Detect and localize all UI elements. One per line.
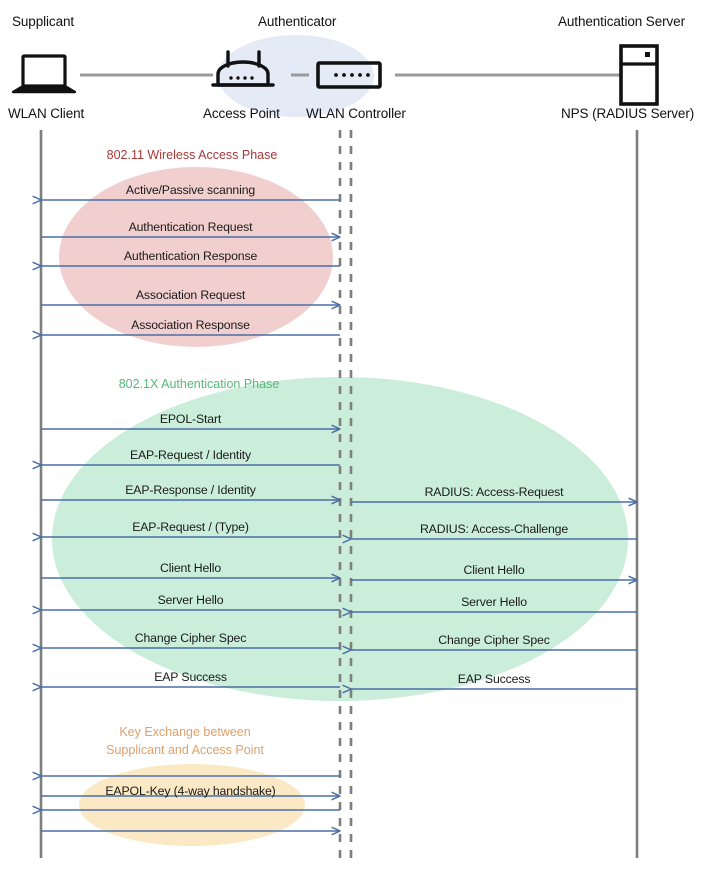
message-label: Server Hello <box>157 593 224 607</box>
message-label: Active/Passive scanning <box>125 183 256 197</box>
message-arrows <box>41 200 637 831</box>
phase-ellipse-key-exchange <box>79 764 305 846</box>
message-label: EAP Success <box>457 672 531 686</box>
message-label: EAP-Request / (Type) <box>132 520 249 534</box>
access-point-icon <box>211 50 275 87</box>
message-label: Authentication Response <box>123 249 258 263</box>
node-label-wlan-controller: WLAN Controller <box>306 106 406 121</box>
message-label: RADIUS: Access-Request <box>424 485 564 499</box>
message-label: EAP-Request / Identity <box>129 448 252 462</box>
message-label: Association Request <box>135 288 246 302</box>
message-label: Client Hello <box>463 563 525 577</box>
message-label: Association Response <box>131 318 250 332</box>
phase-title-phase-802-11: 802.11 Wireless Access Phase <box>107 148 278 162</box>
phase-ellipse-802-11 <box>59 167 333 347</box>
message-label: Client Hello <box>159 561 222 575</box>
server-icon <box>619 44 659 106</box>
node-label-wlan-client: WLAN Client <box>8 106 85 121</box>
phase-title-phase-802-1x: 802.1X Authentication Phase <box>119 377 280 391</box>
phase-ellipses <box>52 167 628 846</box>
laptop-icon <box>11 54 77 94</box>
message-label: Change Cipher Spec <box>438 633 550 647</box>
message-label: Server Hello <box>461 595 527 609</box>
node-label-access-point: Access Point <box>203 106 280 121</box>
message-label: Authentication Request <box>128 220 253 234</box>
message-label: RADIUS: Access-Challenge <box>419 522 569 536</box>
phase-title-line: Key Exchange between <box>119 725 251 739</box>
message-label: EAPOL-Key (4-way handshake) <box>105 784 276 798</box>
wlan-controller-icon <box>316 61 382 89</box>
message-label: EPOL-Start <box>159 412 222 426</box>
lifelines <box>39 130 639 858</box>
phase-title-line: 802.11 Wireless Access Phase <box>106 148 278 162</box>
role-label-authentication-server: Authentication Server <box>558 14 685 29</box>
message-label: EAP-Response / Identity <box>125 483 256 497</box>
node-label-nps-radius-server: NPS (RADIUS Server) <box>561 106 695 121</box>
phase-title-line: 802.1X Authentication Phase <box>118 377 280 391</box>
message-label: EAP Success <box>154 670 227 684</box>
phase-title-line: Supplicant and Access Point <box>106 743 264 758</box>
role-label-authenticator: Authenticator <box>258 14 337 29</box>
role-label-supplicant: Supplicant <box>12 14 75 29</box>
phase-ellipse-802-1x <box>52 377 628 701</box>
message-label: Change Cipher Spec <box>134 631 247 645</box>
